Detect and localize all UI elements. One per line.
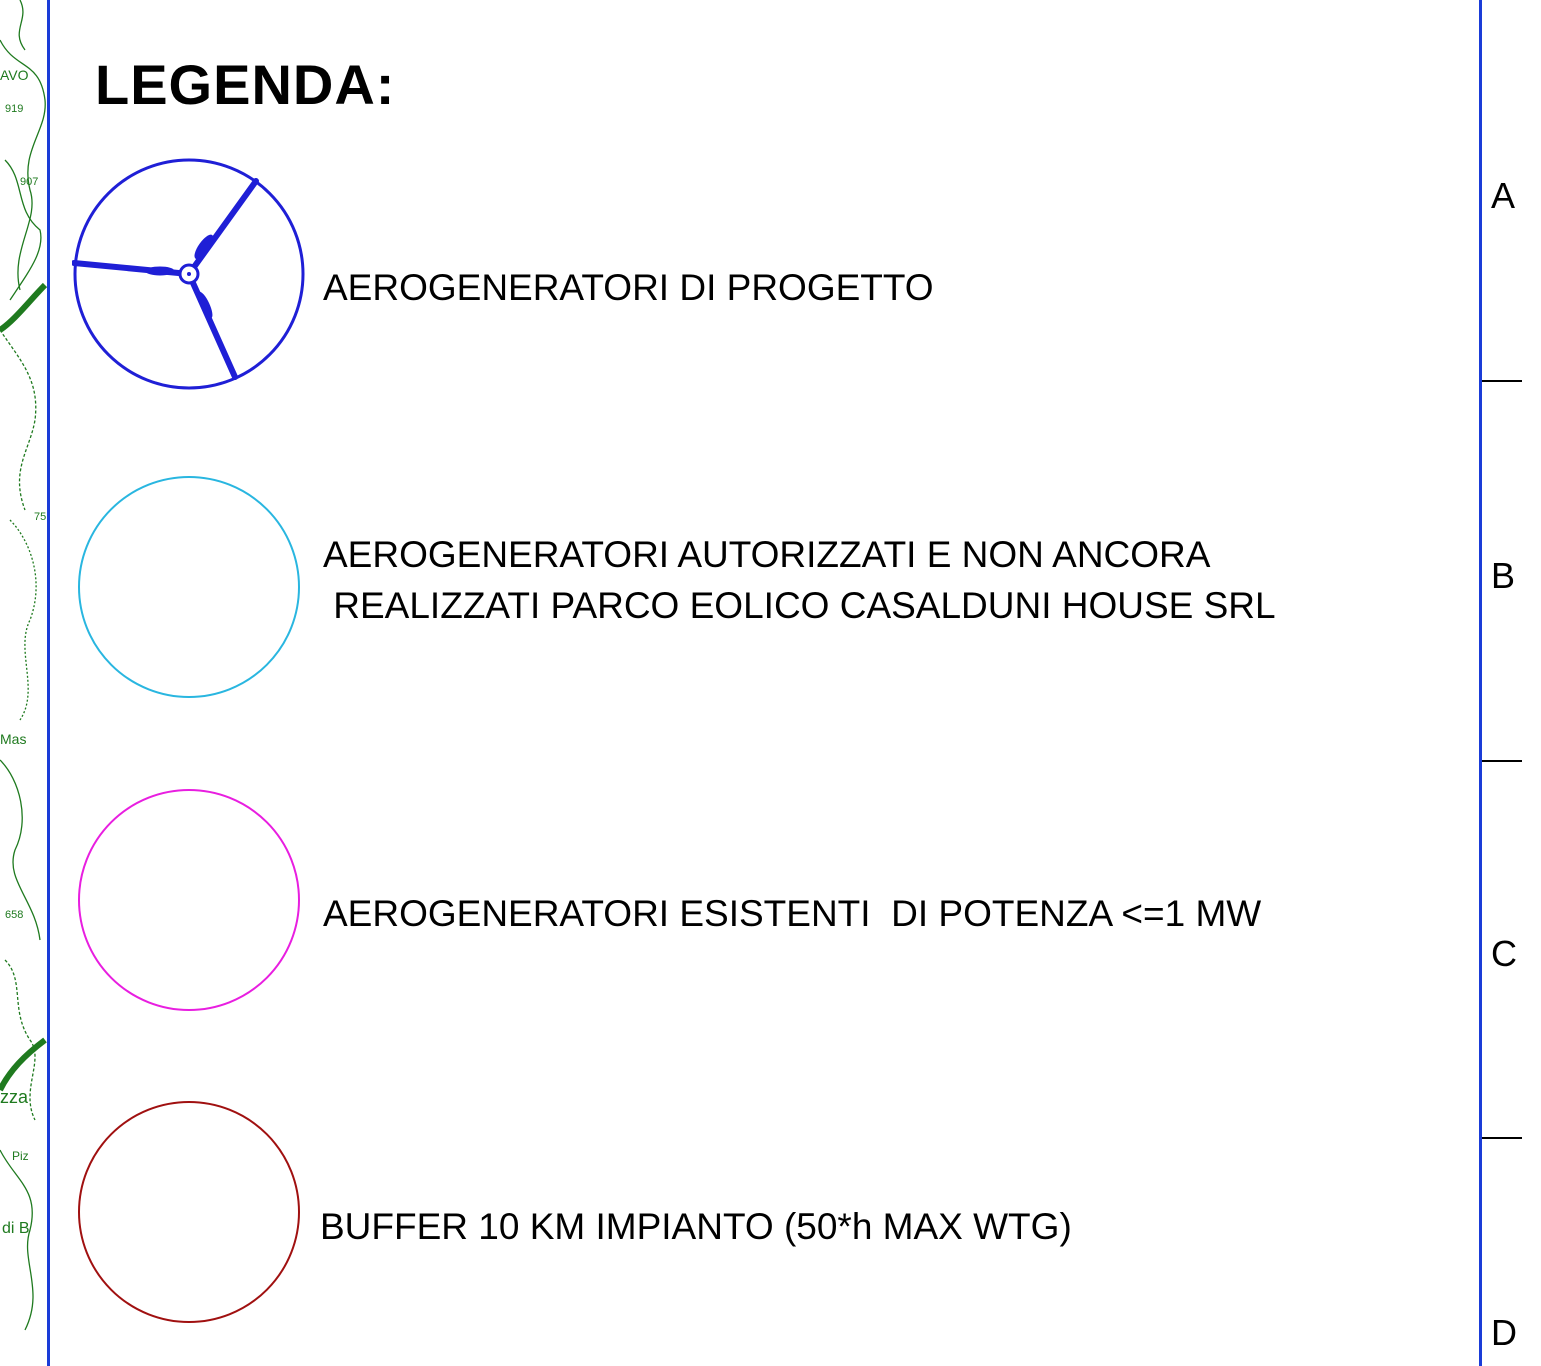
map-label: di B xyxy=(2,1220,30,1237)
legend-item-label: REALIZZATI PARCO EOLICO CASALDUNI HOUSE … xyxy=(323,585,1276,626)
legend-frame-right-border xyxy=(1479,0,1482,1366)
zone-letter: C xyxy=(1491,933,1517,974)
zone-divider xyxy=(1482,1137,1522,1139)
map-label: 75 xyxy=(34,511,46,523)
zone-letter: B xyxy=(1491,555,1516,596)
legend-item-label: AEROGENERATORI AUTORIZZATI E NON ANCORA xyxy=(323,534,1211,575)
legend-item-label: AEROGENERATORI ESISTENTI DI POTENZA <=1 … xyxy=(323,893,1262,934)
turbine-circle-icon xyxy=(71,157,306,396)
legend-frame-left-border xyxy=(47,0,50,1366)
map-label: 907 xyxy=(20,176,38,188)
map-label: Mas xyxy=(0,731,26,747)
map-label: Piz xyxy=(12,1149,29,1163)
topographic-map: AVO 919 907 75 Mas 658 zza Piz di B xyxy=(0,0,48,1331)
map-label: 658 xyxy=(5,909,23,921)
map-label: 919 xyxy=(5,103,23,115)
legend-item-label: BUFFER 10 KM IMPIANTO (50*h MAX WTG) xyxy=(320,1206,1072,1247)
zone-divider xyxy=(1482,760,1522,762)
zone-letter: A xyxy=(1491,175,1516,216)
circle-icon xyxy=(76,787,302,1018)
zone-divider xyxy=(1482,380,1522,382)
legend-title: LEGENDA: xyxy=(95,53,396,116)
circle-icon xyxy=(76,474,302,705)
legend-item-label: AEROGENERATORI DI PROGETTO xyxy=(323,267,934,308)
map-label: zza xyxy=(0,1087,29,1107)
zone-letter: D xyxy=(1491,1312,1517,1353)
circle-icon xyxy=(76,1099,302,1330)
map-label: AVO xyxy=(0,67,29,83)
map-fragment: AVO 919 907 75 Mas 658 zza Piz di B xyxy=(0,0,50,1366)
